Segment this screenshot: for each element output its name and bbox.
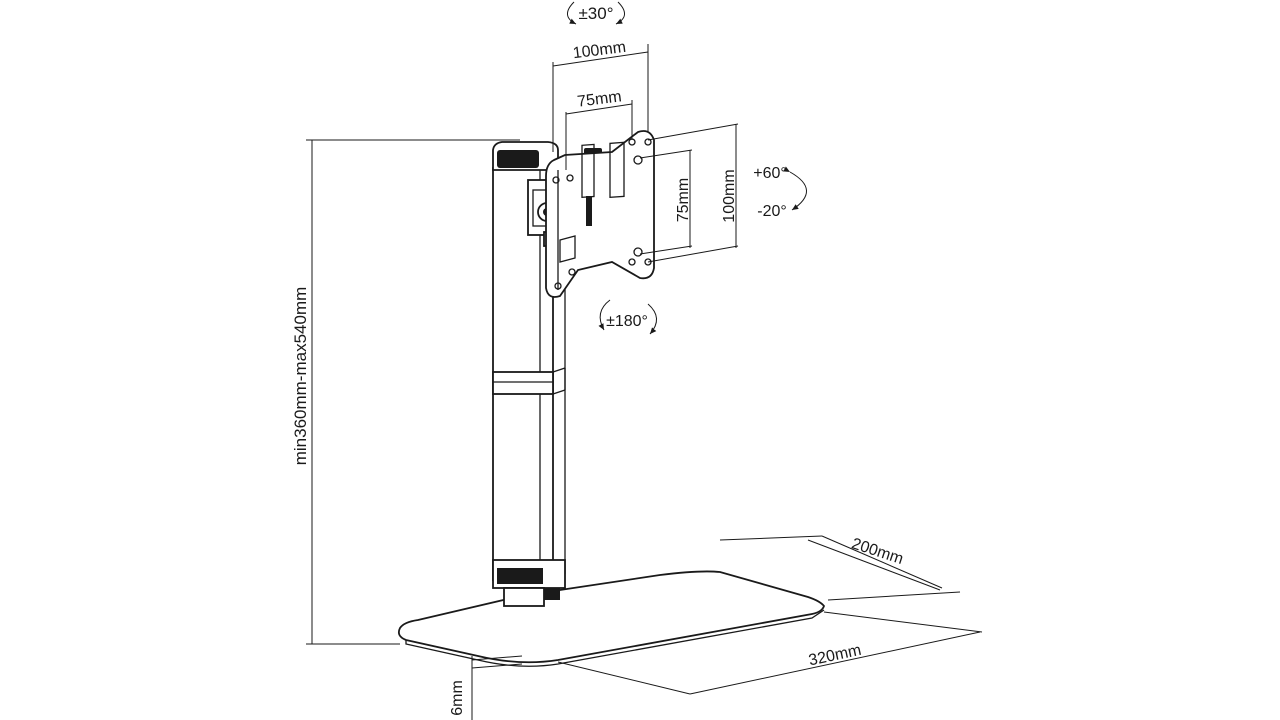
base-thickness-label: 6mm [449,680,466,716]
base-plate [397,570,826,667]
vesa-inner-height-label: 75mm [675,178,692,222]
vesa-inner-width-label: 75mm [576,88,622,110]
tilt-arrow-icon [783,166,807,211]
height-dimension [306,139,520,645]
height-range-label: min360mm-max540mm [291,287,310,466]
base-depth-label: 200mm [849,535,905,568]
base-width-label: 320mm [807,642,863,670]
vesa-outer-height-label: 100mm [721,169,738,222]
column [492,141,566,607]
rotation-arrow-icon [598,299,657,335]
base-dimensions [471,535,983,720]
vesa-width-dimensions [552,44,739,263]
rotation-label: ±180° [606,313,648,330]
vesa-outer-width-label: 100mm [572,39,627,62]
vesa-bracket [527,130,655,298]
tilt-down-label: -20° [757,203,787,220]
swivel-label: ±30° [578,4,613,23]
tilt-up-label: +60° [753,165,787,182]
swivel-arrow-icon [567,1,625,25]
